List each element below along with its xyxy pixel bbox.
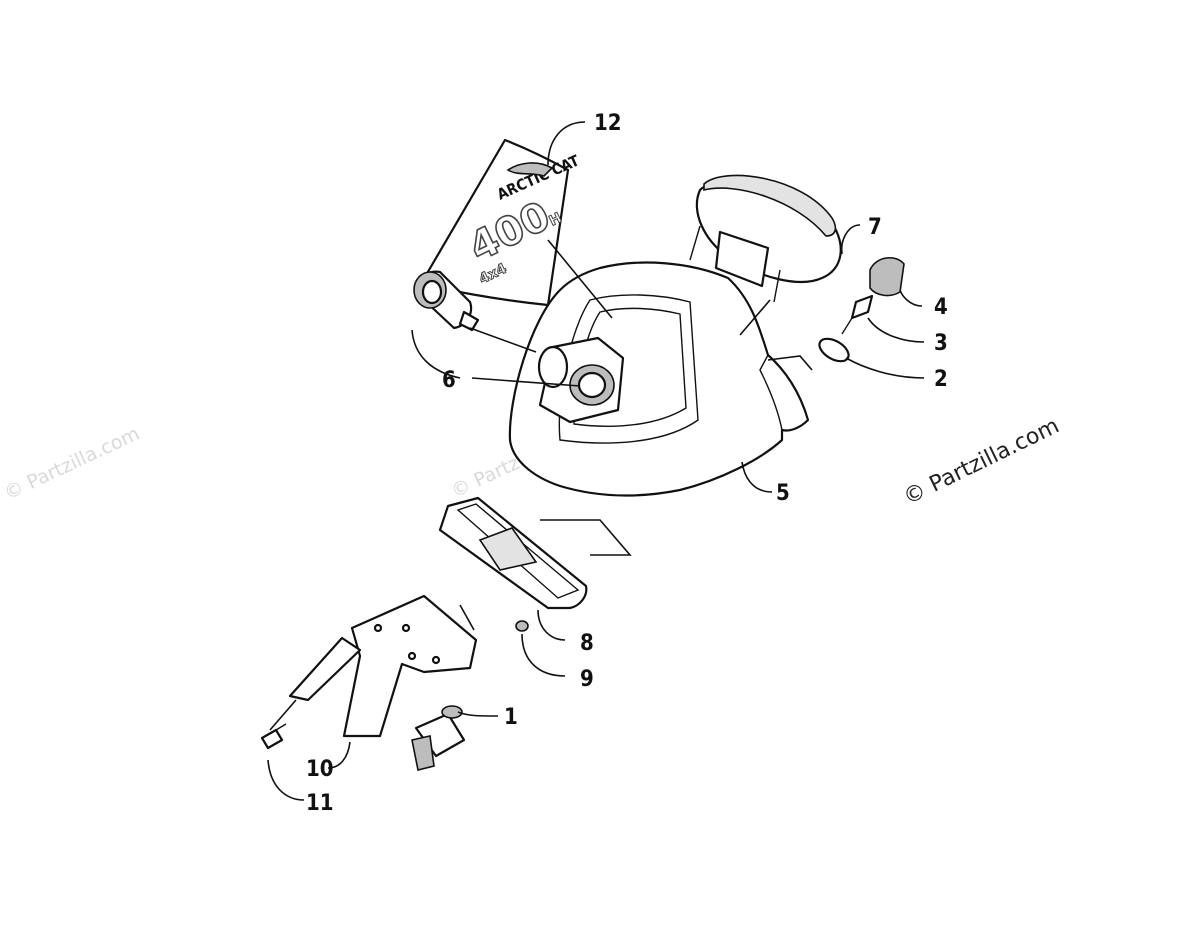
decal-cat-logo [506,162,554,177]
leader-lines [267,121,925,801]
callout-6: 6 [442,368,456,393]
part-6-power-outlet [413,270,480,332]
callout-4: 4 [934,295,948,320]
part-11-screw [260,723,287,750]
watermarks: © Partzilla.com © Partzilla.com [1,421,590,505]
callout-11: 11 [306,791,334,816]
callout-7: 7 [868,215,882,240]
callout-3: 3 [934,331,948,356]
copyright-notice: © Partzilla.com [900,413,1064,510]
callout-8: 8 [580,631,594,656]
callout-12: 12 [594,111,622,136]
callout-10: 10 [306,757,334,782]
part-10-bracket [288,594,478,738]
part-5-dash-housing [508,261,810,497]
part-1-ignition-switch [411,705,466,771]
callouts: 1 2 3 4 5 6 7 8 9 10 11 12 [306,111,948,816]
part-2-bezel-nut [818,337,850,363]
part-8-bracket-bezel [438,496,588,610]
part-7-gauge [689,174,842,303]
watermark-left: © Partzilla.com [1,423,143,505]
callout-1: 1 [504,705,518,730]
part-3-key [841,294,874,335]
callout-5: 5 [776,481,790,506]
callout-2: 2 [934,367,948,392]
callout-9: 9 [580,667,594,692]
part-4-key-cap [869,257,905,297]
part-9-nut [515,620,529,632]
